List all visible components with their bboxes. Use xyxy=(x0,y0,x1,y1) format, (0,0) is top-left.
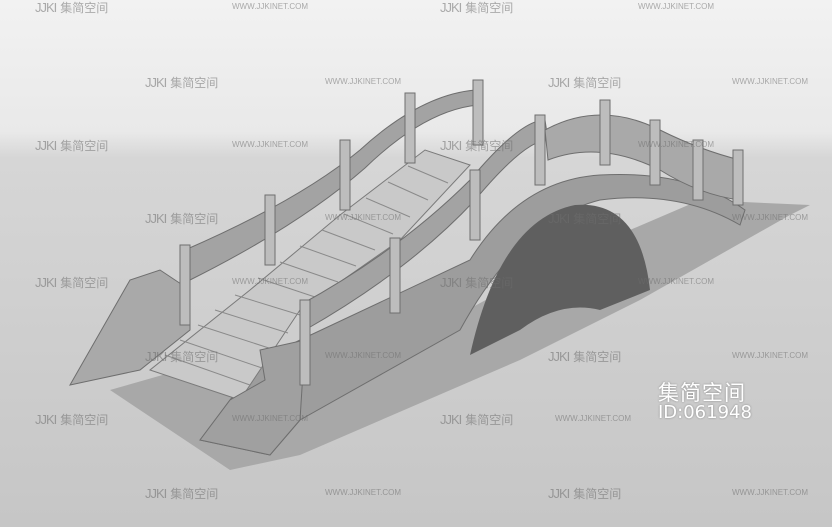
brand-id: ID:061948 xyxy=(658,402,752,424)
bridge-arch xyxy=(470,204,650,355)
bridge-steps xyxy=(148,149,471,401)
step-lines xyxy=(164,165,449,386)
railing-posts xyxy=(179,79,744,386)
brand-title: 集简空间 xyxy=(658,381,746,405)
front-abutment xyxy=(199,339,306,456)
brand-watermark: 集简空间 ID:061948 xyxy=(658,382,752,423)
